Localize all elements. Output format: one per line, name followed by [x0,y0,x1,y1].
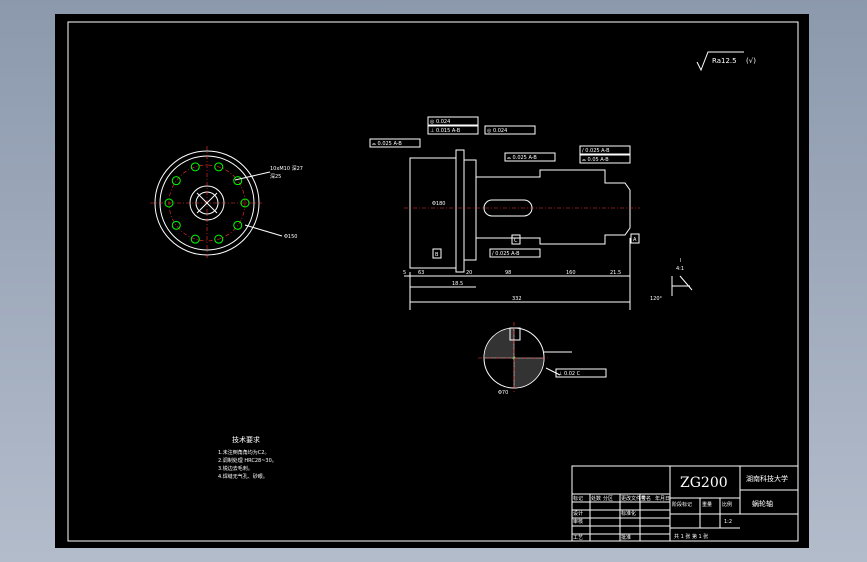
svg-text:Φ180: Φ180 [432,201,445,207]
drawing-sheet[interactable] [55,14,809,548]
svg-text:A: A [633,237,637,243]
svg-text:C: C [514,238,518,244]
datum-A: A [630,233,640,244]
bolt-hole [240,198,250,208]
datum-B: B [432,248,442,259]
svg-text:阶段标记: 阶段标记 [672,501,692,508]
part-number: ZG200 [680,475,728,491]
svg-text:更改文件号: 更改文件号 [621,495,646,502]
svg-text:分区: 分区 [603,495,613,502]
svg-text:4:1: 4:1 [676,266,684,272]
svg-text:⊥ 0.02 C: ⊥ 0.02 C [558,371,581,377]
technical-requirements: 技术要求 1.未注倒角角均为C2。 2.调制处理 HRC28~30。 3.锐边去… [218,435,277,480]
svg-text:Φ70: Φ70 [498,390,508,396]
svg-text:120°: 120° [650,296,663,302]
svg-text:⌓ 0.025 A-B: ⌓ 0.025 A-B [507,155,537,161]
svg-text:处数: 处数 [591,495,601,502]
title-block: ZG200 湖南科技大学 蜗轮轴 标记 处数 分区 更改文件号 签名 年月日 设… [571,465,799,542]
svg-text:技术要求: 技术要求 [232,435,260,444]
svg-text:工艺: 工艺 [573,535,583,541]
svg-text:/ 0.025 A-B: / 0.025 A-B [492,251,520,257]
tolerance-frame: / 0.025 A-B [579,145,631,155]
svg-text:98: 98 [505,270,511,276]
part-name: 蜗轮轴 [752,499,773,508]
svg-text:审核: 审核 [573,518,583,525]
svg-text:18.5: 18.5 [452,281,463,287]
tolerance-frames: ◎ 0.024 ⊥ 0.015 A-B ⌓ 0.025 A-B ◎ 0.024 ⌓ 0.… [369,116,631,378]
bolt-hole [214,162,224,172]
svg-text:⌓ 0.025 A-B: ⌓ 0.025 A-B [372,141,402,147]
svg-text:21.5: 21.5 [610,270,621,276]
tolerance-frame: ⌓ 0.025 A-B [369,138,421,148]
svg-text:63: 63 [418,270,424,276]
bolt-hole [190,162,200,172]
datum-C: C [511,234,521,245]
school-name: 湖南科技大学 [746,474,788,483]
tolerance-frame: ⌓ 0.025 A-B [504,152,556,162]
svg-text:(√): (√) [746,57,756,65]
svg-text:重量: 重量 [702,501,712,508]
svg-text:160: 160 [566,270,576,276]
svg-text:Φ150: Φ150 [284,234,297,240]
bolt-hole [190,234,200,244]
inner-border [67,21,799,542]
svg-text:标准化: 标准化 [621,510,636,517]
svg-text:3.锐边去毛刺。: 3.锐边去毛刺。 [218,465,253,472]
svg-text:2.调制处理 HRC28~30。: 2.调制处理 HRC28~30。 [218,457,277,464]
bolt-hole [164,198,174,208]
bolt-hole [171,176,181,186]
svg-text:⌓ 0.05 A-B: ⌓ 0.05 A-B [582,157,609,163]
svg-text:1.未注倒角角均为C2。: 1.未注倒角角均为C2。 [218,449,269,456]
svg-text:签名: 签名 [641,495,651,502]
tolerance-frame: ⊥ 0.015 A-B [427,125,479,135]
svg-text:332: 332 [512,296,522,302]
svg-text:◎ 0.024: ◎ 0.024 [430,119,450,125]
svg-text:Ra12.5: Ra12.5 [712,57,737,65]
svg-text:年月日: 年月日 [655,495,670,502]
svg-text:⊥ 0.015 A-B: ⊥ 0.015 A-B [430,128,461,134]
bolt-hole [214,234,224,244]
bolt-hole [233,220,243,230]
svg-text:◎ 0.024: ◎ 0.024 [487,128,507,134]
tolerance-frame: ⊥ 0.02 C [555,368,607,378]
svg-text:1:2: 1:2 [724,519,732,525]
svg-text:设计: 设计 [573,510,583,517]
tolerance-frame: ◎ 0.024 [484,125,536,135]
roughness-symbol: Ra12.5 (√) [696,51,756,72]
tolerance-frame: / 0.025 A-B [489,248,541,258]
bolt-hole [171,220,181,230]
svg-text:/ 0.025 A-B: / 0.025 A-B [582,148,610,154]
svg-text:共 1 张 第 1 张: 共 1 张 第 1 张 [674,533,708,540]
svg-text:标记: 标记 [573,495,583,502]
front-view: 332 18.5 5 63 20 98 160 21.5 Φ180 [403,149,640,310]
end-view: 10xM10 深27 深25 Φ150 [150,146,303,260]
bolt-hole [233,176,243,186]
svg-text:5: 5 [403,270,406,276]
svg-text:比例: 比例 [722,501,732,508]
tolerance-frame: ⌓ 0.05 A-B [579,154,631,164]
tolerance-frame: ◎ 0.024 [427,116,479,126]
svg-text:10xM10 深27: 10xM10 深27 [270,165,303,172]
svg-text:深25: 深25 [270,173,281,180]
detail-view: I 4:1 120° [650,258,693,302]
section-view: Φ70 [478,322,572,396]
svg-text:I: I [680,258,681,264]
svg-text:B: B [435,252,439,258]
svg-text:20: 20 [466,270,472,276]
svg-text:批准: 批准 [621,534,631,541]
svg-text:4.焊缝无气孔、砂眼。: 4.焊缝无气孔、砂眼。 [218,473,268,480]
